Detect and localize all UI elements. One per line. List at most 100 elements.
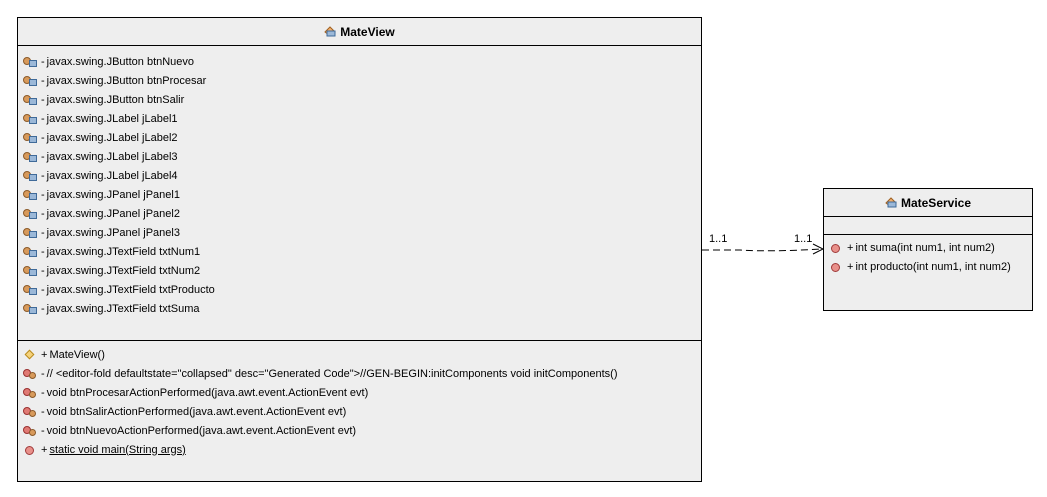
private-method-icon: [23, 425, 39, 437]
member-row[interactable]: +int suma(int num1, int num2): [829, 238, 1032, 257]
visibility-marker: +: [847, 260, 854, 273]
member-row[interactable]: -void btnSalirActionPerformed(java.awt.e…: [23, 402, 701, 421]
member-row[interactable]: +MateView(): [23, 345, 701, 364]
public-method-icon: [829, 261, 845, 273]
member-row[interactable]: -javax.swing.JTextField txtNum2: [23, 261, 701, 280]
member-signature: javax.swing.JTextField txtNum2: [46, 264, 201, 277]
mateservice-class[interactable]: MateService +int suma(int num1, int num2…: [823, 188, 1033, 311]
field-icon: [23, 227, 39, 239]
operations-section: +int suma(int num1, int num2)+int produc…: [824, 235, 1032, 276]
visibility-marker: -: [41, 131, 45, 144]
visibility-marker: -: [41, 169, 45, 182]
visibility-marker: -: [41, 386, 45, 399]
field-icon: [23, 113, 39, 125]
visibility-marker: -: [41, 283, 45, 296]
member-row[interactable]: -javax.swing.JTextField txtProducto: [23, 280, 701, 299]
attributes-section: [824, 217, 1032, 235]
member-signature: int producto(int num1, int num2): [855, 260, 1011, 273]
class-name: MateService: [900, 195, 972, 210]
member-signature: int suma(int num1, int num2): [855, 241, 995, 254]
member-signature: javax.swing.JLabel jLabel2: [46, 131, 178, 144]
attributes-section: -javax.swing.JButton btnNuevo-javax.swin…: [18, 46, 701, 341]
member-signature: void btnSalirActionPerformed(java.awt.ev…: [46, 405, 347, 418]
static-method-icon: [23, 444, 39, 456]
source-multiplicity: 1..1: [709, 233, 728, 245]
member-row[interactable]: -javax.swing.JTextField txtSuma: [23, 299, 701, 318]
member-row[interactable]: -javax.swing.JLabel jLabel4: [23, 166, 701, 185]
mateview-class[interactable]: MateView -javax.swing.JButton btnNuevo-j…: [17, 17, 702, 482]
member-signature: javax.swing.JPanel jPanel1: [46, 188, 180, 201]
visibility-marker: -: [41, 74, 45, 87]
member-row[interactable]: -javax.swing.JPanel jPanel1: [23, 185, 701, 204]
field-icon: [23, 170, 39, 182]
visibility-marker: +: [41, 348, 48, 361]
member-row[interactable]: -javax.swing.JLabel jLabel3: [23, 147, 701, 166]
field-icon: [23, 94, 39, 106]
member-signature: MateView(): [49, 348, 105, 361]
member-row[interactable]: -javax.swing.JButton btnNuevo: [23, 52, 701, 71]
field-icon: [23, 151, 39, 163]
member-row[interactable]: -javax.swing.JLabel jLabel2: [23, 128, 701, 147]
member-row[interactable]: -// <editor-fold defaultstate="collapsed…: [23, 364, 701, 383]
private-method-icon: [23, 368, 39, 380]
field-icon: [23, 189, 39, 201]
target-multiplicity: 1..1: [794, 233, 813, 245]
mateview-header: MateView: [18, 18, 701, 46]
visibility-marker: +: [847, 241, 854, 254]
member-row[interactable]: +int producto(int num1, int num2): [829, 257, 1032, 276]
member-signature: javax.swing.JLabel jLabel1: [46, 112, 178, 125]
visibility-marker: -: [41, 188, 45, 201]
field-icon: [23, 303, 39, 315]
member-row[interactable]: -void btnNuevoActionPerformed(java.awt.e…: [23, 421, 701, 440]
class-icon: [324, 26, 337, 37]
member-signature: void btnNuevoActionPerformed(java.awt.ev…: [46, 424, 357, 437]
member-signature: void btnProcesarActionPerformed(java.awt…: [46, 386, 369, 399]
member-signature: javax.swing.JPanel jPanel2: [46, 207, 180, 220]
member-signature: javax.swing.JLabel jLabel3: [46, 150, 178, 163]
field-icon: [23, 284, 39, 296]
member-row[interactable]: -javax.swing.JTextField txtNum1: [23, 242, 701, 261]
field-icon: [23, 132, 39, 144]
private-method-icon: [23, 387, 39, 399]
member-row[interactable]: -javax.swing.JPanel jPanel3: [23, 223, 701, 242]
member-signature: javax.swing.JTextField txtProducto: [46, 283, 215, 296]
constructor-icon: [23, 349, 39, 361]
member-row[interactable]: -javax.swing.JButton btnSalir: [23, 90, 701, 109]
visibility-marker: -: [41, 367, 45, 380]
member-signature: javax.swing.JTextField txtSuma: [46, 302, 200, 315]
member-row[interactable]: -javax.swing.JPanel jPanel2: [23, 204, 701, 223]
visibility-marker: -: [41, 112, 45, 125]
visibility-marker: -: [41, 424, 45, 437]
member-signature: javax.swing.JButton btnNuevo: [46, 55, 195, 68]
member-signature: javax.swing.JTextField txtNum1: [46, 245, 201, 258]
member-signature: javax.swing.JPanel jPanel3: [46, 226, 180, 239]
member-signature: javax.swing.JLabel jLabel4: [46, 169, 178, 182]
field-icon: [23, 265, 39, 277]
operations-section: +MateView()-// <editor-fold defaultstate…: [18, 341, 701, 459]
field-icon: [23, 208, 39, 220]
visibility-marker: +: [41, 443, 48, 456]
member-signature: static void main(String args): [49, 443, 186, 456]
member-row[interactable]: +static void main(String args): [23, 440, 701, 459]
visibility-marker: -: [41, 302, 45, 315]
member-row[interactable]: -javax.swing.JLabel jLabel1: [23, 109, 701, 128]
private-method-icon: [23, 406, 39, 418]
member-row[interactable]: -void btnProcesarActionPerformed(java.aw…: [23, 383, 701, 402]
visibility-marker: -: [41, 93, 45, 106]
member-signature: javax.swing.JButton btnProcesar: [46, 74, 207, 87]
field-icon: [23, 75, 39, 87]
field-icon: [23, 246, 39, 258]
visibility-marker: -: [41, 264, 45, 277]
visibility-marker: -: [41, 245, 45, 258]
member-signature: javax.swing.JButton btnSalir: [46, 93, 185, 106]
member-signature: // <editor-fold defaultstate="collapsed"…: [46, 367, 618, 380]
public-method-icon: [829, 242, 845, 254]
visibility-marker: -: [41, 55, 45, 68]
member-row[interactable]: -javax.swing.JButton btnProcesar: [23, 71, 701, 90]
field-icon: [23, 56, 39, 68]
visibility-marker: -: [41, 150, 45, 163]
visibility-marker: -: [41, 207, 45, 220]
class-name: MateView: [340, 24, 395, 39]
visibility-marker: -: [41, 405, 45, 418]
class-icon: [885, 197, 897, 208]
